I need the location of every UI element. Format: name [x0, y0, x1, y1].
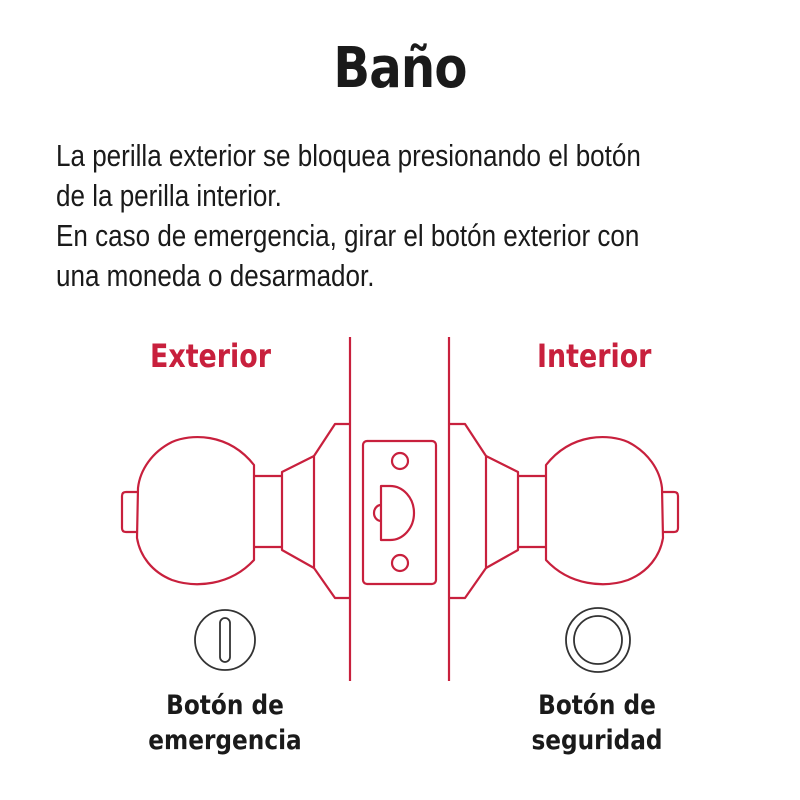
interior-label: Interior — [537, 337, 652, 375]
security-label-line: Botón de — [538, 690, 656, 721]
security-label-line: seguridad — [531, 725, 663, 756]
instructions-line: una moneda o desarmador. — [56, 258, 375, 293]
slotted-button-icon — [194, 609, 256, 671]
emergency-button-label: Botón de emergencia — [95, 688, 355, 758]
emergency-label-line: Botón de — [166, 690, 284, 721]
ring-button-icon — [565, 607, 631, 673]
interior-knob-icon — [450, 422, 680, 600]
latch-strike-plate-icon — [361, 439, 438, 586]
emergency-label-line: emergencia — [148, 725, 302, 756]
security-button-label: Botón de seguridad — [467, 688, 727, 758]
page-title: Baño — [333, 36, 467, 101]
exterior-label: Exterior — [150, 337, 271, 375]
instructions-text: La perilla exterior se bloquea presionan… — [56, 136, 661, 296]
instructions-line: La perilla exterior se bloquea presionan… — [56, 138, 641, 173]
instructions-line: de la perilla interior. — [56, 178, 282, 213]
instructions-line: En caso de emergencia, girar el botón ex… — [56, 218, 640, 253]
exterior-knob-icon — [120, 422, 350, 600]
